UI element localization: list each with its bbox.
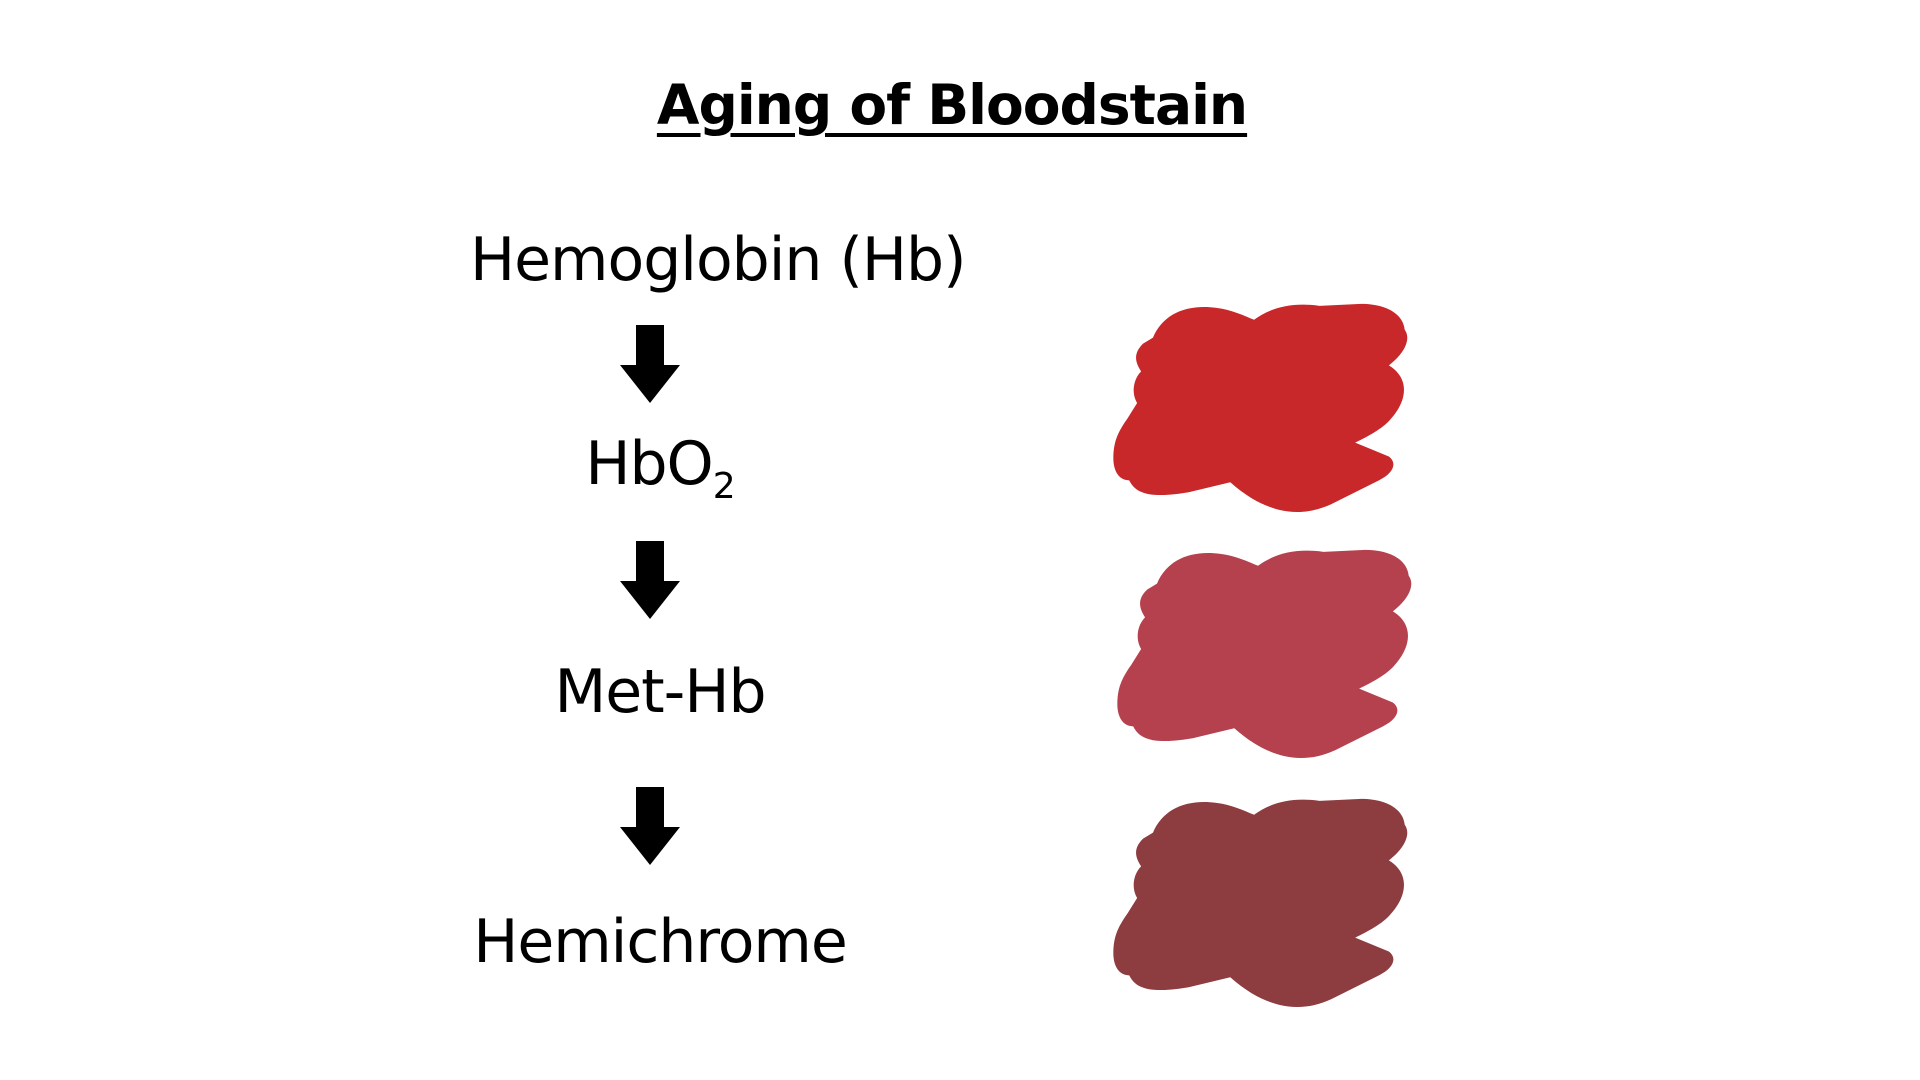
- aged-bloodstain: [1113, 798, 1408, 1008]
- down-arrow-icon: [620, 541, 680, 619]
- stage-hbo2: HbO2: [470, 434, 850, 505]
- stage-hemoglobin: Hemoglobin (Hb): [470, 225, 967, 295]
- stage-hemichrome: Hemichrome: [473, 907, 848, 977]
- stage-hbo2-label: HbO: [585, 429, 713, 499]
- down-arrow-icon: [620, 787, 680, 865]
- down-arrow-icon: [620, 325, 680, 403]
- intermediate-bloodstain: [1117, 549, 1412, 759]
- stage-met-hb: Met-Hb: [554, 657, 766, 727]
- fresh-bloodstain: [1113, 303, 1408, 513]
- diagram-title: Aging of Bloodstain: [656, 73, 1248, 137]
- stage-hbo2-subscript: 2: [712, 466, 736, 507]
